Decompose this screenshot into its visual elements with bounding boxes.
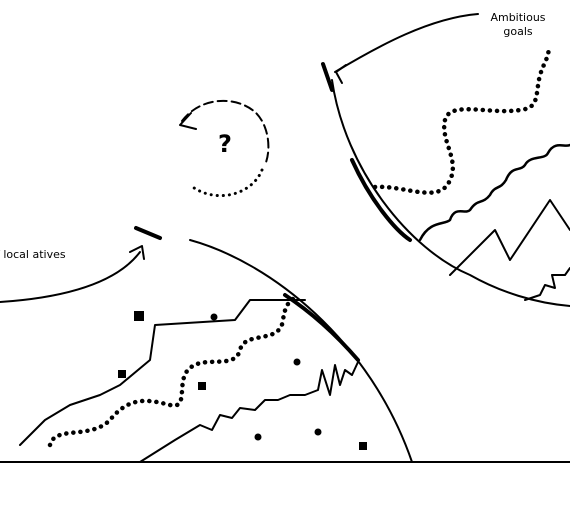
ambitious-goals-label: Ambitious goals <box>490 11 546 38</box>
ambitious-jagged <box>524 267 570 301</box>
dot-marker-2 <box>293 358 301 366</box>
local-sphere-rim-thick <box>283 293 360 362</box>
loop-arrow <box>181 99 270 166</box>
loop-arrow-dotted <box>188 168 264 198</box>
ambitious-arrow-head <box>335 64 347 84</box>
local-dotted-wave <box>47 295 298 448</box>
ambitious-wave-line <box>418 143 570 242</box>
dot-marker-1 <box>210 313 218 321</box>
local-jagged-line <box>139 361 359 463</box>
local-tick-mark <box>134 226 162 240</box>
square-marker-4 <box>359 442 367 450</box>
loop-arrow-head <box>179 112 197 130</box>
local-sphere-outline <box>189 239 413 463</box>
ambitious-sphere-rim-thick <box>350 158 412 242</box>
local-initiatives-text: de of local atives <box>0 248 66 261</box>
dot-marker-4 <box>314 428 322 436</box>
ambitious-tick-mark <box>321 62 334 92</box>
local-arrow-line <box>0 251 141 303</box>
square-marker-1 <box>134 311 144 321</box>
ambitious-dotted-wave <box>372 45 551 195</box>
square-marker-2 <box>118 370 126 378</box>
ambitious-arrow-line <box>334 13 479 73</box>
question-mark-label: ? <box>218 130 232 158</box>
dot-marker-3 <box>254 433 262 441</box>
local-arrow-head <box>129 245 145 260</box>
ambitious-zigzag <box>449 199 570 276</box>
local-upper-line <box>19 299 306 446</box>
square-marker-3 <box>198 382 206 390</box>
